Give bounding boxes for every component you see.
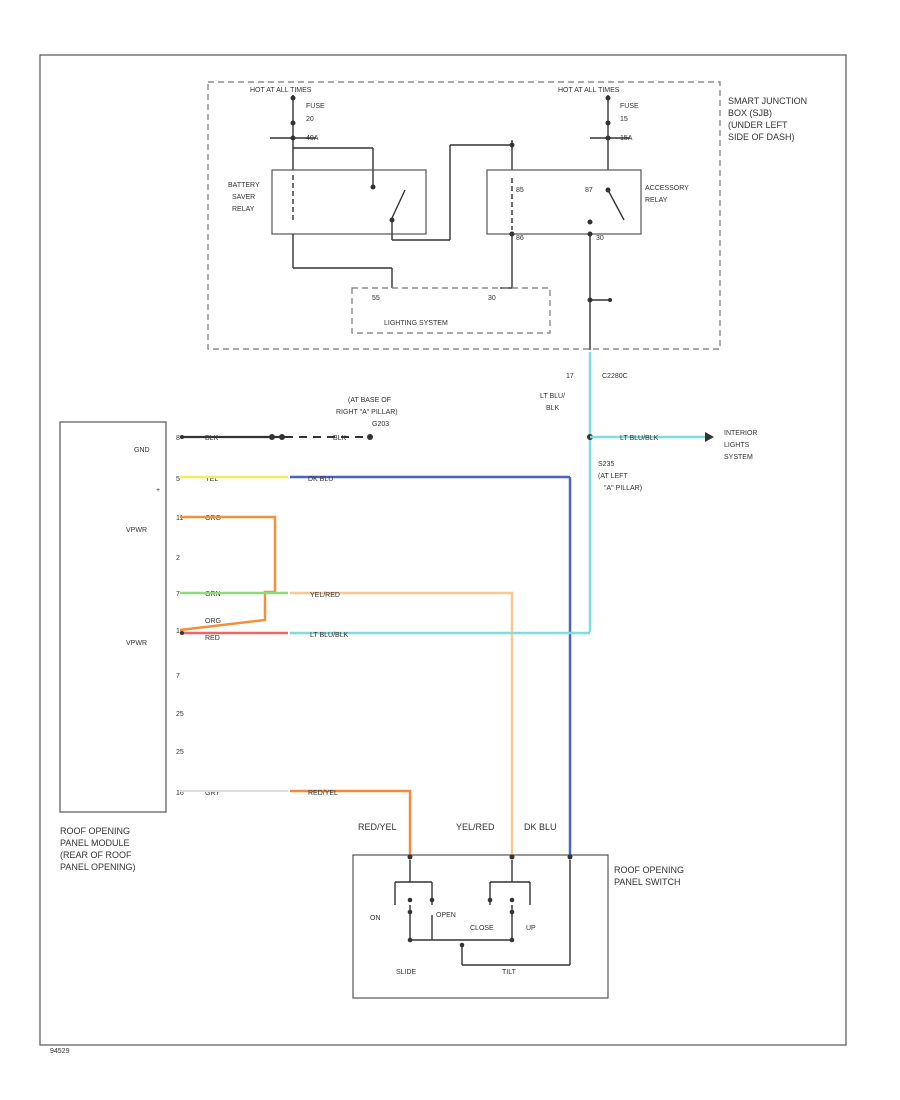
lighting-module-label: LIGHTING SYSTEM xyxy=(384,320,448,327)
splice-label-2: (AT LEFT xyxy=(598,473,628,480)
splice-label-3: "A" PILLAR) xyxy=(604,485,642,492)
wire-grn-label: GRN xyxy=(205,591,221,598)
figure-id: 94529 xyxy=(50,1048,70,1055)
pin-num-11: 16 xyxy=(176,790,184,797)
battery-saver-relay xyxy=(271,169,427,235)
battery-relay-label-1: BATTERY xyxy=(228,182,260,189)
pin-85-label: 85 xyxy=(516,187,524,194)
battery-relay-label-3: RELAY xyxy=(232,206,255,213)
ground-id: G203 xyxy=(372,421,389,428)
pin-num-1: 8 xyxy=(176,435,180,442)
yel-red-wire xyxy=(290,591,514,855)
pin-name-vpwr-2: VPWR xyxy=(126,640,147,647)
hot-right-label: HOT AT ALL TIMES xyxy=(558,87,620,94)
switch-pos-up: UP xyxy=(526,925,536,932)
switch-pos-open: OPEN xyxy=(436,912,456,919)
wire-yel-label: YEL xyxy=(205,476,218,483)
splice-label-1: S235 xyxy=(598,461,614,468)
pin-87-label: 87 xyxy=(585,187,593,194)
switch-pos-on: ON xyxy=(370,915,381,922)
lt-blu-blk-label: LT BLU/BLK xyxy=(310,632,349,639)
accessory-relay-label-1: ACCESSORY xyxy=(645,185,689,192)
connector-pin: 17 xyxy=(566,373,574,380)
lighting-module-pin: 55 xyxy=(372,295,380,302)
wire-gry-label: GRY xyxy=(205,790,220,797)
accessory-relay xyxy=(486,169,642,235)
connector-wire-color-2: BLK xyxy=(546,405,560,412)
interior-lights-arrow xyxy=(705,432,714,442)
wire-org-label-1: ORG xyxy=(205,515,221,522)
switch-label-1: ROOF OPENING xyxy=(614,865,684,875)
pin-30-label: 30 xyxy=(596,235,604,242)
junction-box-label-4: SIDE OF DASH) xyxy=(728,132,795,142)
connector-name: C2280C xyxy=(602,373,628,380)
interior-lights-label-3: SYSTEM xyxy=(724,454,753,461)
pin-name-plus: + xyxy=(156,487,160,494)
roof-panel-switch xyxy=(352,854,609,999)
roof-panel-module xyxy=(59,421,167,813)
pin-name-vpwr-1: VPWR xyxy=(126,527,147,534)
pin-num-10: 25 xyxy=(176,749,184,756)
junction-box-label-3: (UNDER LEFT xyxy=(728,120,788,130)
lighting-module-pin-right: 30 xyxy=(488,295,496,302)
ground-wire-label-left: BLK xyxy=(205,435,219,442)
fuse-right-label-2: 15 xyxy=(620,116,628,123)
ground-wire-label-right: BLK xyxy=(333,435,347,442)
accessory-relay-label-2: RELAY xyxy=(645,197,668,204)
junction-box-label-2: BOX (SJB) xyxy=(728,108,772,118)
org-wire-loop xyxy=(179,515,277,632)
splice-wire-label: LT BLU/BLK xyxy=(620,435,659,442)
switch-wire-label-1: RED/YEL xyxy=(358,822,397,832)
module-label-1: ROOF OPENING xyxy=(60,826,130,836)
interior-lights-label-1: INTERIOR xyxy=(724,430,757,437)
connector-wire-color-1: LT BLU/ xyxy=(540,393,565,400)
red-yel-wire xyxy=(290,789,412,855)
switch-wire-label-2: YEL/RED xyxy=(456,822,495,832)
diagram-frame xyxy=(39,54,847,1046)
switch-pos-close: CLOSE xyxy=(470,925,494,932)
pin-num-5: 7 xyxy=(176,591,180,598)
pin-num-9: 25 xyxy=(176,711,184,718)
dk-blu-label: DK BLU xyxy=(308,476,333,483)
fuse-left-label-1: FUSE xyxy=(306,103,325,110)
switch-label-2: PANEL SWITCH xyxy=(614,877,681,887)
fuse-left-label-2: 20 xyxy=(306,116,314,123)
switch-pos-tilt: TILT xyxy=(502,969,517,976)
module-label-2: PANEL MODULE xyxy=(60,838,130,848)
switch-wire-label-3: DK BLU xyxy=(524,822,557,832)
wire-org-label-2: ORG xyxy=(205,618,221,625)
pin-num-3: 11 xyxy=(176,515,183,522)
pin-num-4: 2 xyxy=(176,555,180,562)
switch-pos-slide: SLIDE xyxy=(396,969,417,976)
red-yel-label: RED/YEL xyxy=(308,790,338,797)
wire-red-label: RED xyxy=(205,635,220,642)
ground-label-2: RIGHT "A" PILLAR) xyxy=(336,409,398,416)
fuse-right-label-1: FUSE xyxy=(620,103,639,110)
pin-num-8: 7 xyxy=(176,673,180,680)
interior-lights-label-2: LIGHTS xyxy=(724,442,750,449)
junction-box-label-1: SMART JUNCTION xyxy=(728,96,807,106)
yel-red-label: YEL/RED xyxy=(310,592,340,599)
pin-86-label: 86 xyxy=(516,235,524,242)
junction-box-outline xyxy=(207,81,721,350)
pin-name-gnd: GND xyxy=(134,447,150,454)
pin-num-2: 5 xyxy=(176,476,180,483)
hot-left-label: HOT AT ALL TIMES xyxy=(250,87,312,94)
pin-num-6: 1 xyxy=(176,628,180,635)
ground-label-1: (AT BASE OF xyxy=(348,397,391,404)
lighting-module xyxy=(351,287,551,334)
module-label-3: (REAR OF ROOF xyxy=(60,850,132,860)
battery-relay-label-2: SAVER xyxy=(232,194,255,201)
module-label-4: PANEL OPENING) xyxy=(60,862,136,872)
